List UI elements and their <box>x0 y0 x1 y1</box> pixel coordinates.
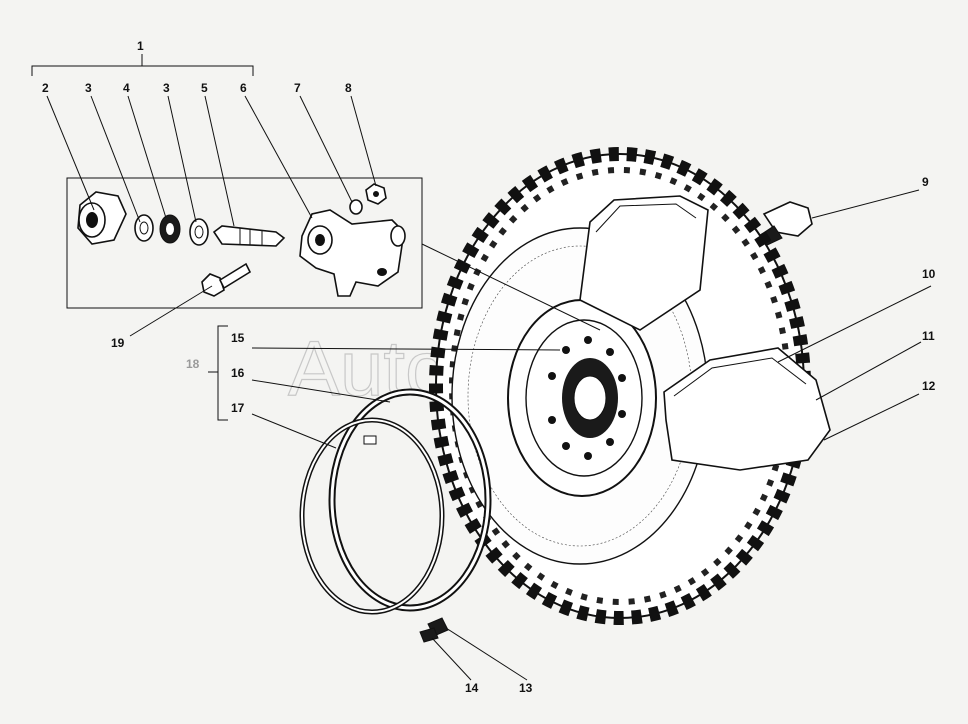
part-3-washer-b <box>189 218 209 246</box>
callout-15: 15 <box>231 331 245 345</box>
callout-19: 19 <box>111 336 125 350</box>
callout-2: 2 <box>42 81 49 95</box>
tire-assembly <box>429 147 811 625</box>
part-8-small-nut <box>365 183 387 205</box>
leader-lines <box>46 95 932 681</box>
part-16-lock-ring <box>328 388 492 612</box>
callout-7: 7 <box>294 81 301 95</box>
part-17-side-ring <box>299 417 445 615</box>
callout-3a: 3 <box>85 81 92 95</box>
part-6-valve-body <box>299 209 406 297</box>
part-10-inner-tube <box>579 195 709 331</box>
callout-6: 6 <box>240 81 247 95</box>
valve-parts-frame <box>66 177 423 309</box>
part-7-lock-washer <box>349 199 363 215</box>
part-4-seal-ring <box>159 214 181 244</box>
callout-4: 4 <box>123 81 130 95</box>
group-18-bracket <box>208 325 228 421</box>
part-2-nut <box>77 191 127 245</box>
callout-8: 8 <box>345 81 352 95</box>
callout-5: 5 <box>201 81 208 95</box>
callout-17: 17 <box>231 401 245 415</box>
callout-1: 1 <box>137 39 144 53</box>
part-5-valve-stem <box>212 225 286 247</box>
part-3-washer-a <box>134 214 154 242</box>
callout-3b: 3 <box>163 81 170 95</box>
part-19-bolt <box>201 262 252 297</box>
callout-13: 13 <box>519 681 533 695</box>
callout-11: 11 <box>922 329 935 343</box>
callout-16: 16 <box>231 366 245 380</box>
part-11-flap <box>663 347 831 471</box>
callout-12: 12 <box>922 379 936 393</box>
callout-18: 18 <box>186 357 200 371</box>
callout-10: 10 <box>922 267 936 281</box>
callout-14: 14 <box>465 681 479 695</box>
callout-9: 9 <box>922 175 929 189</box>
part-13-14-clamp <box>419 617 449 643</box>
group-1-bracket <box>31 54 254 76</box>
